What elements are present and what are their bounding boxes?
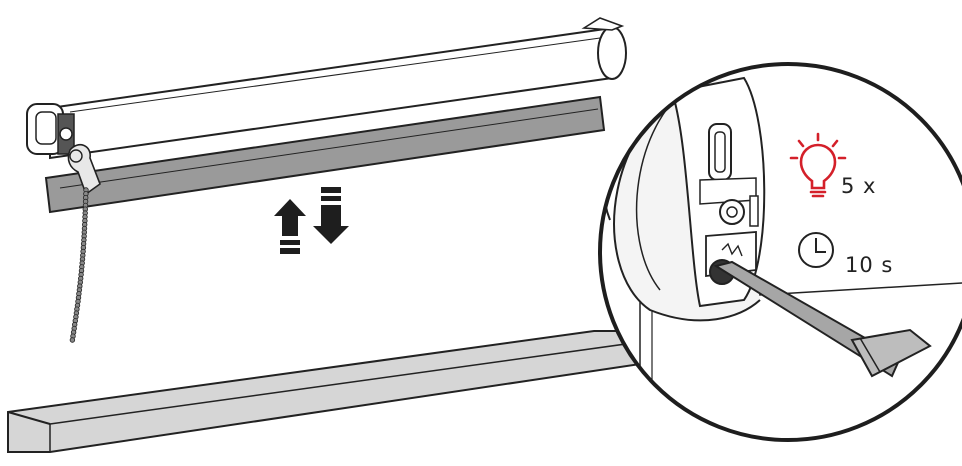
roller-tube	[49, 17, 627, 160]
chain-bead	[69, 337, 76, 343]
zoom-detail-circle	[598, 62, 962, 442]
blind-fabric-bar	[44, 95, 606, 214]
light-bulb-icon	[789, 132, 847, 198]
windowsill-board	[7, 330, 641, 453]
hand-icon	[67, 143, 101, 196]
end-bracket	[26, 103, 75, 155]
clock-icon	[798, 232, 834, 268]
bead-chain	[69, 187, 89, 343]
led-blink-count: 5 x	[841, 174, 877, 198]
hold-duration: 10 s	[845, 253, 894, 277]
up-down-arrows-icon	[274, 187, 349, 254]
